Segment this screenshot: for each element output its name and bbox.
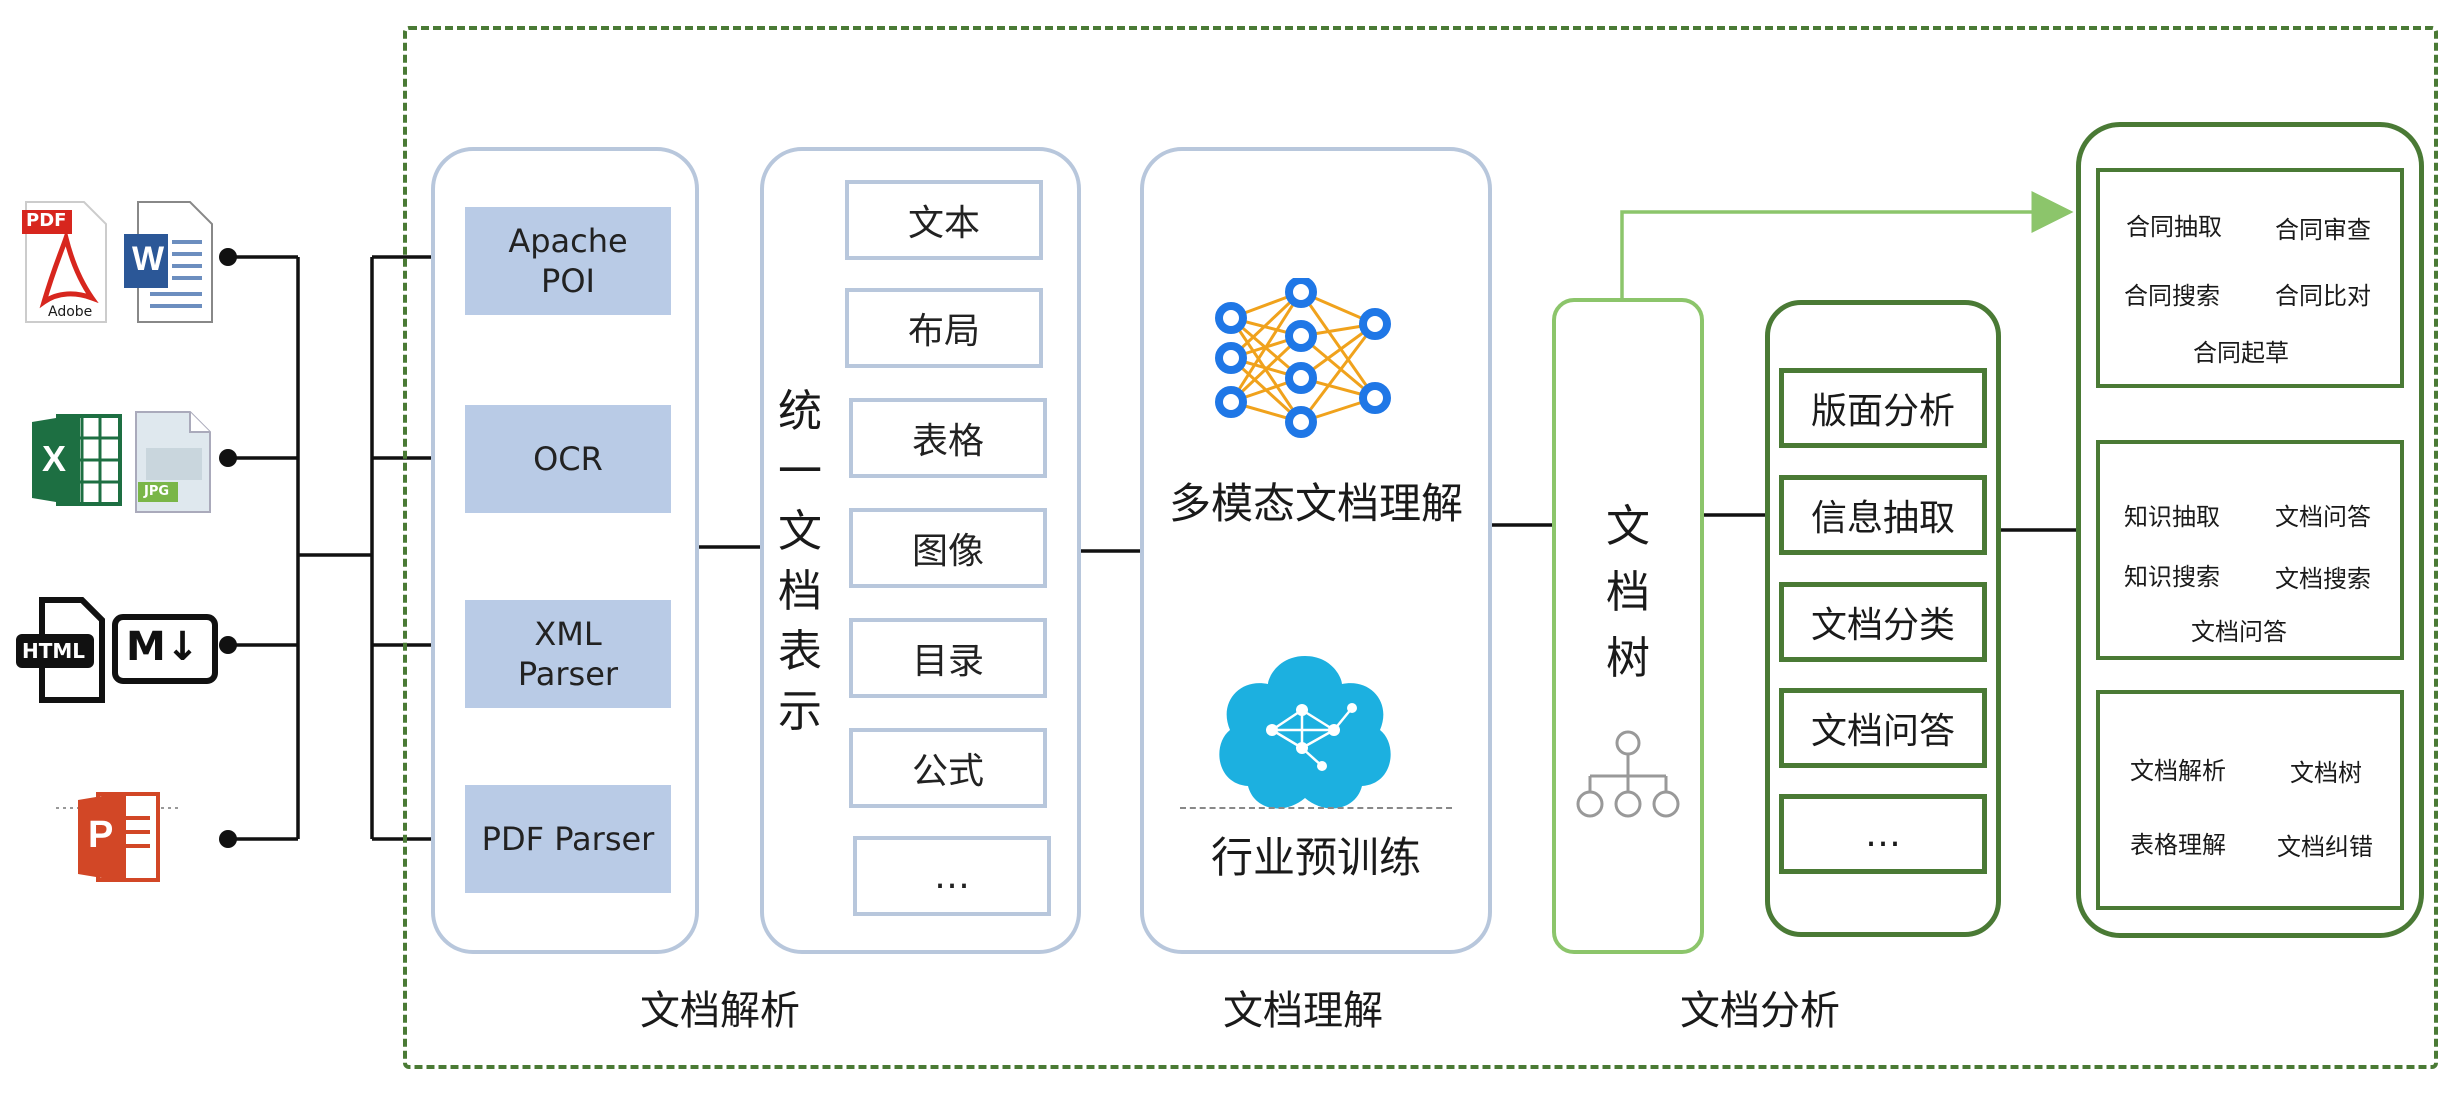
analysis-layout[interactable]: 版面分析 [1779,368,1987,448]
pdf-icon: PDF Adobe [22,198,110,326]
tree-char: 档 [1606,567,1650,618]
jpg-icon: JPG [132,408,214,516]
repr-item-layout[interactable]: 布局 [845,288,1043,368]
app-knowledge-search[interactable]: 知识搜索 [2124,563,2220,591]
app-doc-parsing[interactable]: 文档解析 [2130,757,2226,785]
tree-structure-icon [1566,730,1690,820]
title-char: 表 [778,626,822,677]
app-contract-drafting[interactable]: 合同起草 [2193,339,2289,367]
repr-item-formula[interactable]: 公式 [849,728,1047,808]
app-group-docs [2096,690,2404,910]
app-contract-extraction[interactable]: 合同抽取 [2126,213,2222,241]
analysis-more[interactable]: … [1779,794,1987,874]
repr-item-image[interactable]: 图像 [849,508,1047,588]
doc-tree-title: 文 档 树 [1598,494,1658,692]
markdown-icon: M↓ [112,614,218,684]
app-contract-compare[interactable]: 合同比对 [2275,282,2371,310]
stage-label-analysis: 文档分析 [1680,988,1840,1034]
word-icon: W [124,198,216,326]
adobe-label: Adobe [48,304,93,320]
stage-label-parsing: 文档解析 [640,988,800,1034]
excel-icon: X [32,410,124,510]
analysis-info-extraction[interactable]: 信息抽取 [1779,475,1987,555]
industry-pretraining-label: 行业预训练 [1210,833,1421,882]
app-group-knowledge [2096,440,2404,660]
title-char: 示 [778,686,822,737]
parser-apache-poi[interactable]: Apache POI [465,207,671,315]
jpg-label: JPG [144,484,170,499]
ppt-letter: P [88,814,114,856]
repr-item-more[interactable]: … [853,836,1051,916]
understanding-panel [1140,147,1492,954]
markdown-label: M↓ [126,624,200,670]
app-contract-review[interactable]: 合同审查 [2275,216,2371,244]
app-doc-search[interactable]: 文档搜索 [2275,565,2371,593]
title-char: 一 [778,446,822,497]
pdf-label: PDF [26,210,67,231]
html-label: HTML [22,639,86,663]
excel-letter: X [42,438,67,479]
repr-item-toc[interactable]: 目录 [849,618,1047,698]
multimodal-understanding-label: 多模态文档理解 [1168,479,1463,528]
stage-label-understanding: 文档理解 [1223,988,1383,1034]
app-doc-qa[interactable]: 文档问答 [2275,503,2371,531]
analysis-qa[interactable]: 文档问答 [1779,688,1987,768]
parser-ocr[interactable]: OCR [465,405,671,513]
title-char: 统 [778,386,822,437]
analysis-classification[interactable]: 文档分类 [1779,582,1987,662]
app-doc-correction[interactable]: 文档纠错 [2277,833,2373,861]
unified-representation-title: 统 一 文 档 表 示 [770,382,830,742]
app-contract-search[interactable]: 合同搜索 [2124,282,2220,310]
tree-char: 文 [1606,501,1650,552]
ppt-icon: P [56,778,182,890]
title-char: 文 [778,506,822,557]
doc-tree-panel [1552,298,1704,954]
pretrain-divider [1180,807,1452,809]
html-icon: HTML [16,594,108,706]
repr-item-text[interactable]: 文本 [845,180,1043,260]
repr-item-table[interactable]: 表格 [849,398,1047,478]
parser-xml[interactable]: XML Parser [465,600,671,708]
app-doc-tree[interactable]: 文档树 [2290,759,2362,787]
word-letter: W [132,240,165,278]
app-table-understanding[interactable]: 表格理解 [2130,831,2226,859]
neural-network-icon [1205,276,1405,438]
pipeline-frame [403,26,2438,1069]
parser-pdf[interactable]: PDF Parser [465,785,671,893]
app-doc-qa-2[interactable]: 文档问答 [2191,618,2287,646]
app-group-contract [2096,168,2404,388]
cloud-ai-icon [1210,648,1400,818]
title-char: 档 [778,566,822,617]
tree-char: 树 [1606,633,1650,684]
app-knowledge-extraction[interactable]: 知识抽取 [2124,503,2220,531]
